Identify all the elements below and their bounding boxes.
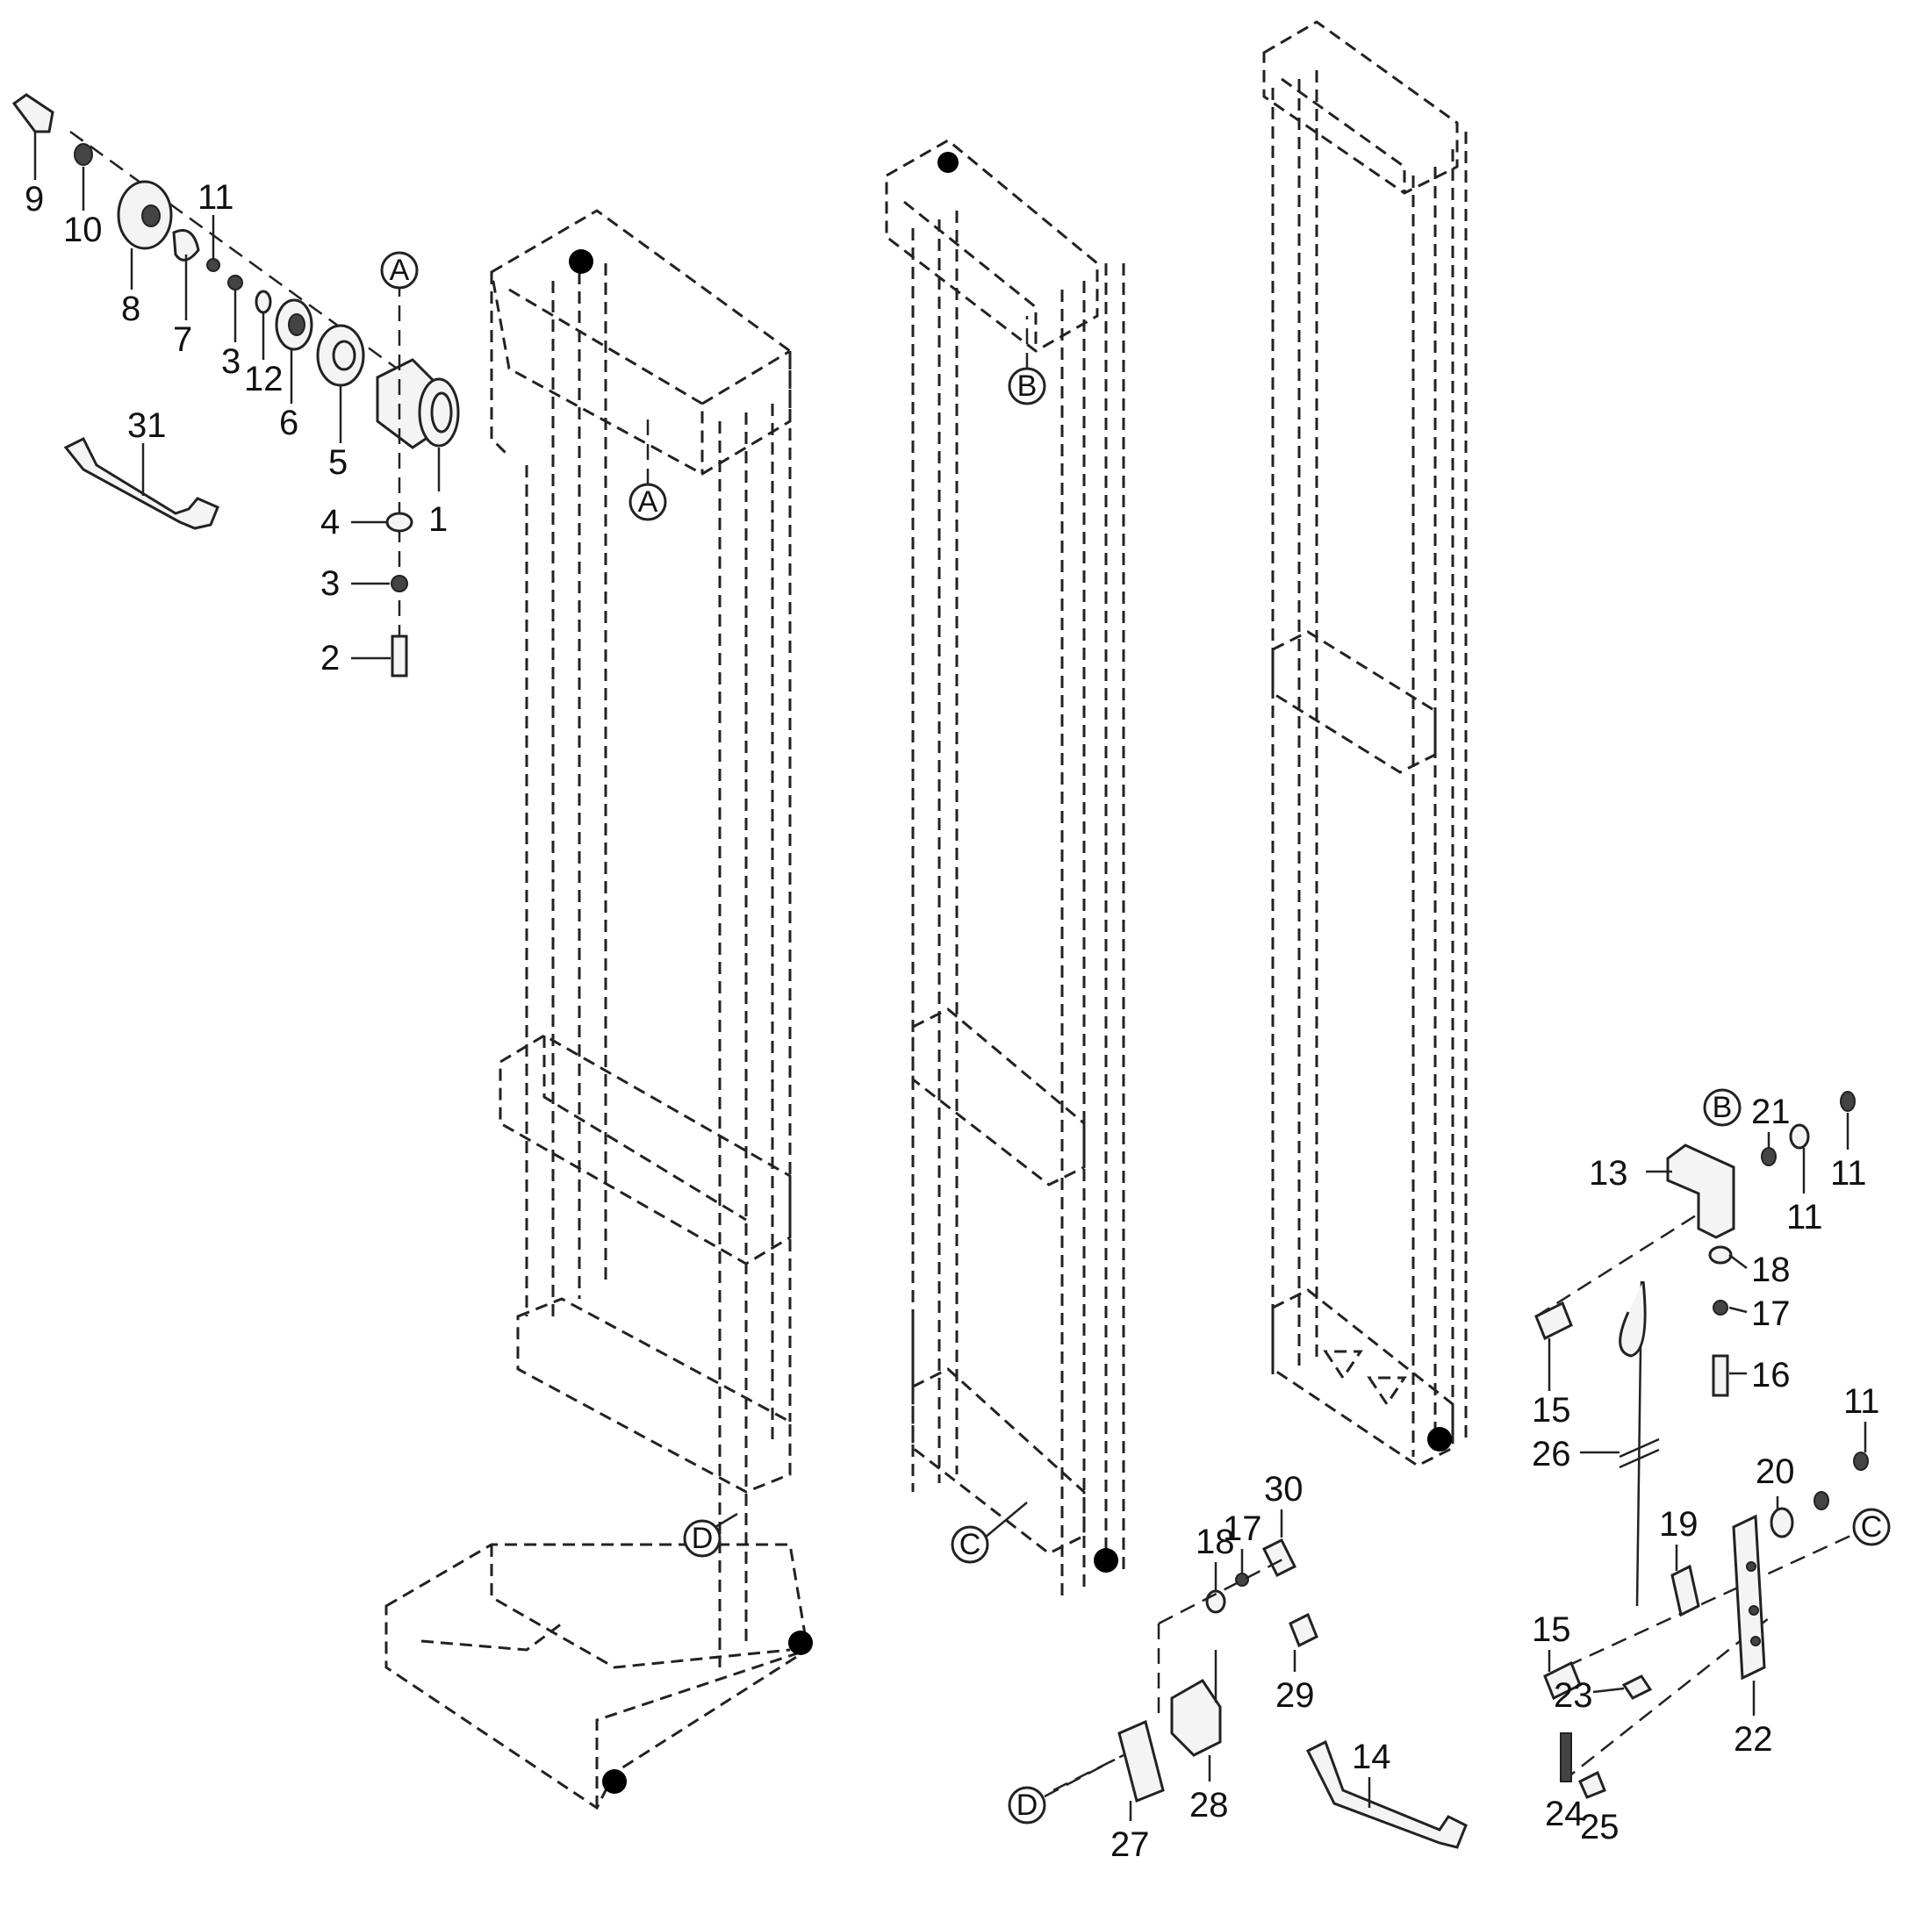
- callout-22: 22: [1734, 1720, 1773, 1759]
- ref-b-frame: B: [1008, 367, 1046, 405]
- inner-mast-frame: [1262, 20, 1468, 1467]
- callout-4: 4: [320, 503, 340, 541]
- leader-d-parts: [1044, 1758, 1116, 1798]
- callout-3: 3: [320, 564, 340, 603]
- svg-text:C: C: [1861, 1510, 1883, 1544]
- ref-a-top: A: [380, 251, 419, 290]
- callout-8: 8: [121, 290, 140, 328]
- callout-25: 25: [1580, 1808, 1620, 1846]
- callout-26: 26: [1532, 1435, 1571, 1473]
- leader-lines-left: [33, 132, 441, 660]
- svg-text:B: B: [1713, 1091, 1733, 1124]
- callout-20: 20: [1756, 1452, 1795, 1491]
- ref-c-frame: C: [951, 1525, 989, 1564]
- callout-11: 11: [198, 178, 234, 217]
- callout-6: 6: [279, 404, 298, 442]
- callout-15: 15: [1532, 1610, 1571, 1649]
- callout-7: 7: [173, 320, 192, 359]
- svg-text:B: B: [1017, 369, 1038, 403]
- leader-lines-right: [1129, 1113, 1867, 1821]
- roller-assembly: [11, 93, 460, 677]
- callout-15: 15: [1532, 1391, 1571, 1430]
- ref-d-parts: D: [1008, 1786, 1046, 1825]
- ref-d-frame: D: [683, 1519, 722, 1558]
- leader-d-frame: [715, 1512, 738, 1529]
- callout-14: 14: [1352, 1738, 1391, 1776]
- callout-numbers: 9 10 8 7 11 3 12 6 5 1 31 4 3 2 13 21 11…: [25, 178, 1880, 1864]
- callout-5: 5: [328, 443, 348, 482]
- ref-a-frame: A: [628, 483, 667, 521]
- ref-b-parts: B: [1703, 1088, 1742, 1127]
- svg-text:A: A: [390, 254, 410, 287]
- callout-31: 31: [127, 406, 167, 445]
- callout-21: 21: [1751, 1093, 1791, 1131]
- callout-18: 18: [1751, 1251, 1791, 1289]
- callout-3: 3: [221, 342, 241, 381]
- callout-30: 30: [1264, 1470, 1304, 1509]
- callout-9: 9: [25, 180, 44, 219]
- callout-1: 1: [428, 500, 448, 539]
- callout-11: 11: [1843, 1382, 1880, 1421]
- reference-letters: A A B B C C D D: [380, 251, 1891, 1825]
- svg-text:A: A: [638, 485, 658, 519]
- callout-2: 2: [320, 639, 340, 677]
- svg-text:D: D: [692, 1522, 714, 1555]
- callout-13: 13: [1589, 1154, 1628, 1193]
- callout-11: 11: [1786, 1198, 1823, 1237]
- ref-c-parts: C: [1852, 1508, 1891, 1546]
- callout-17: 17: [1223, 1509, 1262, 1548]
- callout-17: 17: [1751, 1294, 1791, 1333]
- callout-27: 27: [1110, 1825, 1150, 1864]
- callout-28: 28: [1189, 1786, 1229, 1825]
- chain-anchor-parts: [1052, 1091, 1871, 1849]
- callout-24: 24: [1545, 1795, 1584, 1833]
- callout-12: 12: [244, 360, 284, 398]
- svg-text:D: D: [1016, 1789, 1038, 1822]
- callout-10: 10: [63, 211, 103, 249]
- callout-16: 16: [1751, 1356, 1791, 1394]
- outer-mast-frame: [384, 209, 813, 1810]
- svg-text:C: C: [959, 1528, 981, 1561]
- callout-18: 18: [1196, 1523, 1235, 1561]
- leader-c-frame: [984, 1502, 1028, 1538]
- callout-29: 29: [1275, 1676, 1315, 1715]
- intermediate-mast-frame: [885, 139, 1125, 1597]
- callout-11: 11: [1830, 1154, 1867, 1193]
- callout-23: 23: [1554, 1676, 1593, 1715]
- callout-19: 19: [1659, 1505, 1699, 1544]
